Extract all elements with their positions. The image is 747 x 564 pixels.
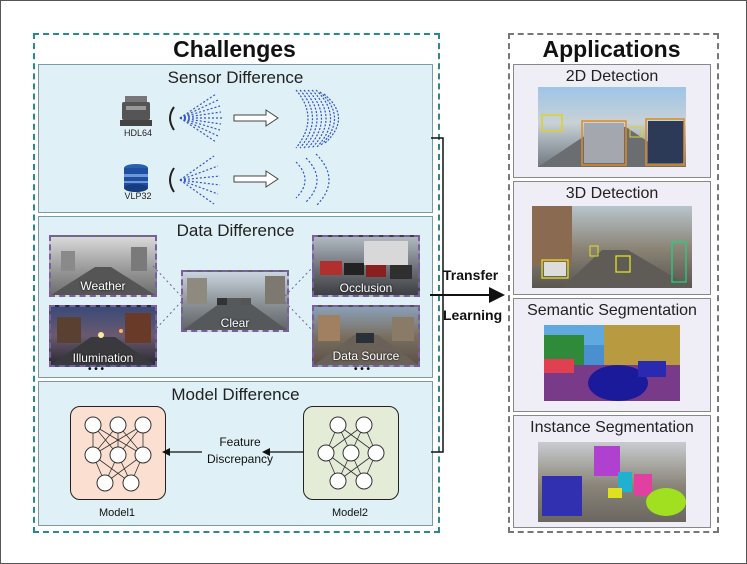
app-title-2d-detection: 2D Detection [565, 68, 659, 85]
model2-box [303, 406, 399, 500]
vlp32-beams [179, 155, 221, 205]
data-connectors [152, 265, 313, 333]
app-title-3d-detection: 3D Detection [565, 185, 659, 202]
discrepancy-label: Discrepancy [206, 452, 274, 466]
sensor-arrow-bottom [233, 170, 279, 188]
applications-title: Applications [542, 36, 681, 62]
applications-panel [508, 33, 719, 533]
app-card-2d-detection: 2D Detection [513, 64, 711, 178]
occlusion-image: Occlusion [312, 235, 420, 297]
illumination-label: Illumination [72, 351, 134, 365]
data-source-image: Data Source [312, 305, 420, 367]
app-title-instance-segmentation: Instance Segmentation [530, 419, 694, 436]
learning-label: Learning [443, 307, 503, 323]
model-difference-title: Model Difference [171, 385, 300, 404]
feature-label: Feature [219, 435, 261, 449]
app-card-semantic-segmentation: Semantic Segmentation [513, 298, 711, 412]
transfer-connector [430, 137, 505, 453]
hdl64-lidar-icon [120, 96, 152, 126]
model2-label: Model2 [331, 507, 369, 519]
vlp32-label: VLP32 [124, 191, 152, 201]
semantic-segmentation-image [544, 325, 680, 401]
weather-label: Weather [80, 279, 126, 293]
data-difference-title: Data Difference [176, 221, 295, 240]
feature-discrepancy-arrows [162, 448, 304, 456]
challenges-title: Challenges [173, 36, 296, 62]
model1-label: Model1 [98, 507, 136, 519]
instance-segmentation-image [538, 442, 686, 522]
3d-detection-image [532, 206, 692, 288]
hdl64-label: HDL64 [123, 128, 152, 138]
model1-box [70, 406, 166, 500]
sensor-arrow-top [233, 109, 279, 127]
vlp32-lidar-icon [124, 164, 148, 192]
dense-point-cloud [295, 89, 339, 149]
sensor-difference-section: Sensor Difference [38, 64, 433, 213]
clear-label: Clear [220, 316, 250, 330]
2d-detection-image [538, 87, 686, 167]
clear-image: Clear [181, 270, 289, 332]
model1-network [84, 416, 152, 492]
data-ellipsis-right: • • • [354, 364, 371, 375]
sensor-illustration [120, 89, 339, 207]
app-card-3d-detection: 3D Detection [513, 181, 711, 295]
app-card-instance-segmentation: Instance Segmentation [513, 415, 711, 528]
sensor-difference-title: Sensor Difference [167, 68, 304, 87]
data-ellipsis-left: • • • [88, 364, 105, 375]
app-title-semantic-segmentation: Semantic Segmentation [527, 302, 697, 319]
illumination-image: Illumination [49, 305, 157, 367]
model2-network [317, 416, 385, 490]
weather-image: Weather [49, 235, 157, 297]
data-source-label: Data Source [332, 349, 400, 363]
occlusion-label: Occlusion [339, 281, 393, 295]
sparse-point-cloud [295, 153, 330, 207]
hdl64-beams [179, 93, 222, 143]
transfer-label: Transfer [443, 267, 499, 283]
challenges-panel [33, 33, 440, 533]
